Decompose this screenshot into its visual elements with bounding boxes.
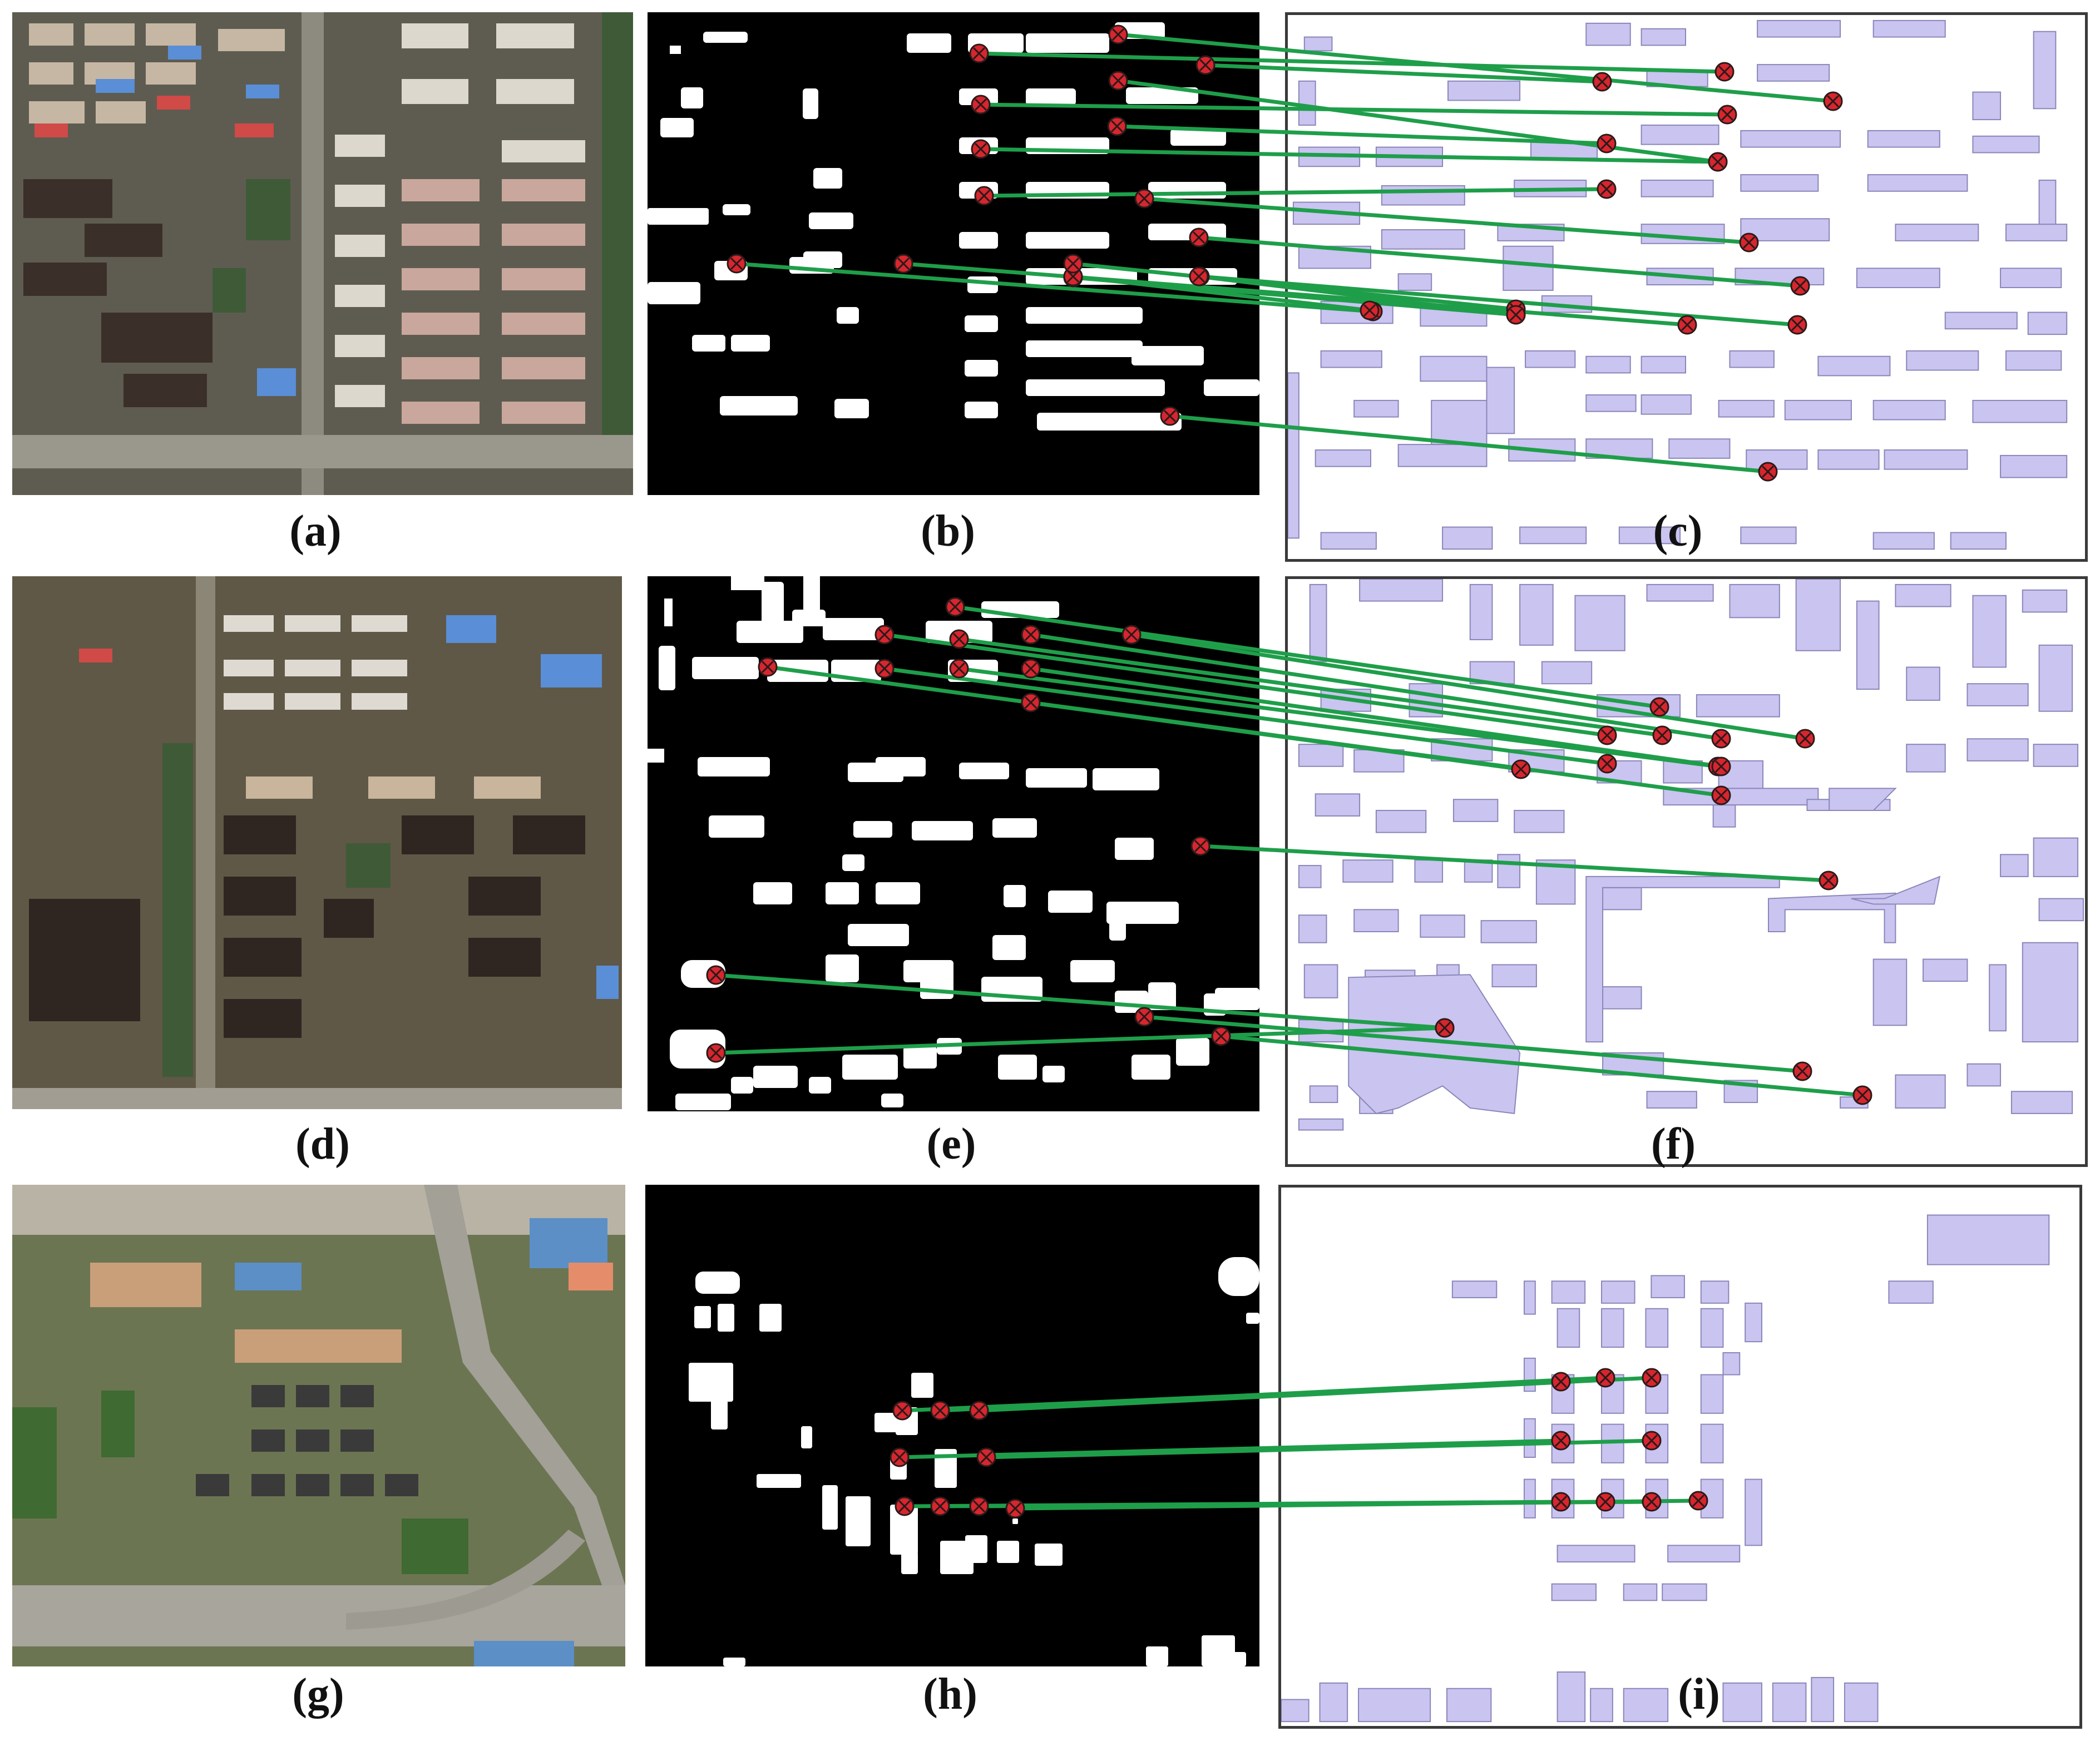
panel-c-footprint-map (1285, 12, 2088, 562)
satellite-scene-d (12, 576, 622, 1109)
building-mask-h (689, 1257, 1259, 1666)
satellite-scene-g (12, 1185, 625, 1666)
label-c: (c) (1653, 507, 1703, 556)
satellite-scene-a (12, 12, 633, 495)
footprint-map-f (1298, 579, 2084, 1131)
label-f: (f) (1651, 1120, 1696, 1169)
panel-b-building-mask (648, 12, 1259, 495)
label-g: (g) (292, 1670, 344, 1719)
footprint-map-i (1281, 1214, 2050, 1723)
panel-f-footprint-map (1285, 576, 2088, 1167)
building-mask-e (648, 576, 1259, 1110)
footprint-map-c (1288, 19, 2068, 550)
label-b: (b) (921, 507, 975, 556)
panel-i-footprint-map (1278, 1185, 2082, 1729)
label-a: (a) (289, 507, 342, 556)
panel-e-building-mask (648, 576, 1259, 1111)
label-h: (h) (923, 1670, 977, 1719)
label-d: (d) (295, 1120, 350, 1169)
label-e: (e) (926, 1120, 976, 1169)
panel-h-building-mask (645, 1185, 1259, 1666)
panel-a-satellite-image (12, 12, 633, 495)
panel-g-satellite-image (12, 1185, 625, 1666)
label-i: (i) (1678, 1670, 1720, 1719)
panel-d-satellite-image (12, 576, 622, 1109)
building-mask-b (648, 22, 1259, 431)
